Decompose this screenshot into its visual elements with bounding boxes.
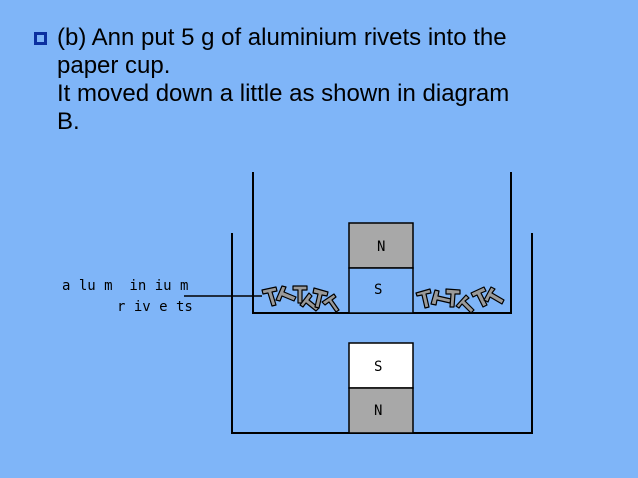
rivet: [445, 288, 461, 308]
rivet: [470, 286, 488, 308]
question-line-1: (b) Ann put 5 g of aluminium rivets into…: [57, 24, 507, 51]
rivet: [261, 286, 278, 307]
rivet: [415, 288, 432, 309]
question-text: (b) Ann put 5 g of aluminium rivets into…: [57, 24, 617, 136]
bottom-magnet-upper-pole-label: S: [374, 359, 382, 375]
bottom-magnet-north-pole: [348, 387, 414, 434]
bottom-magnet-lower-pole-label: N: [374, 403, 382, 419]
rivet: [321, 293, 340, 313]
rivets-right-pile: [415, 286, 505, 314]
rivet: [275, 285, 297, 302]
rivets-label-line-2: r iv e ts: [117, 299, 193, 315]
question-line-3: It moved down a little as shown in diagr…: [57, 80, 510, 107]
top-magnet-upper-pole-label: N: [377, 239, 385, 255]
top-magnet-lower-pole-label: S: [374, 282, 382, 298]
top-magnet-south-pole: [348, 267, 414, 314]
rivet: [483, 286, 505, 305]
rivet: [312, 287, 329, 309]
rivets-label-line-1: a lu m in iu m: [62, 278, 189, 294]
question-line-2: paper cup.: [57, 52, 171, 79]
rivets-left-pile: [261, 285, 340, 313]
bullet-icon: [34, 32, 47, 45]
rivet: [455, 294, 475, 314]
bottom-magnet-south-pole: [348, 342, 414, 389]
question-line-4: B.: [57, 108, 80, 135]
